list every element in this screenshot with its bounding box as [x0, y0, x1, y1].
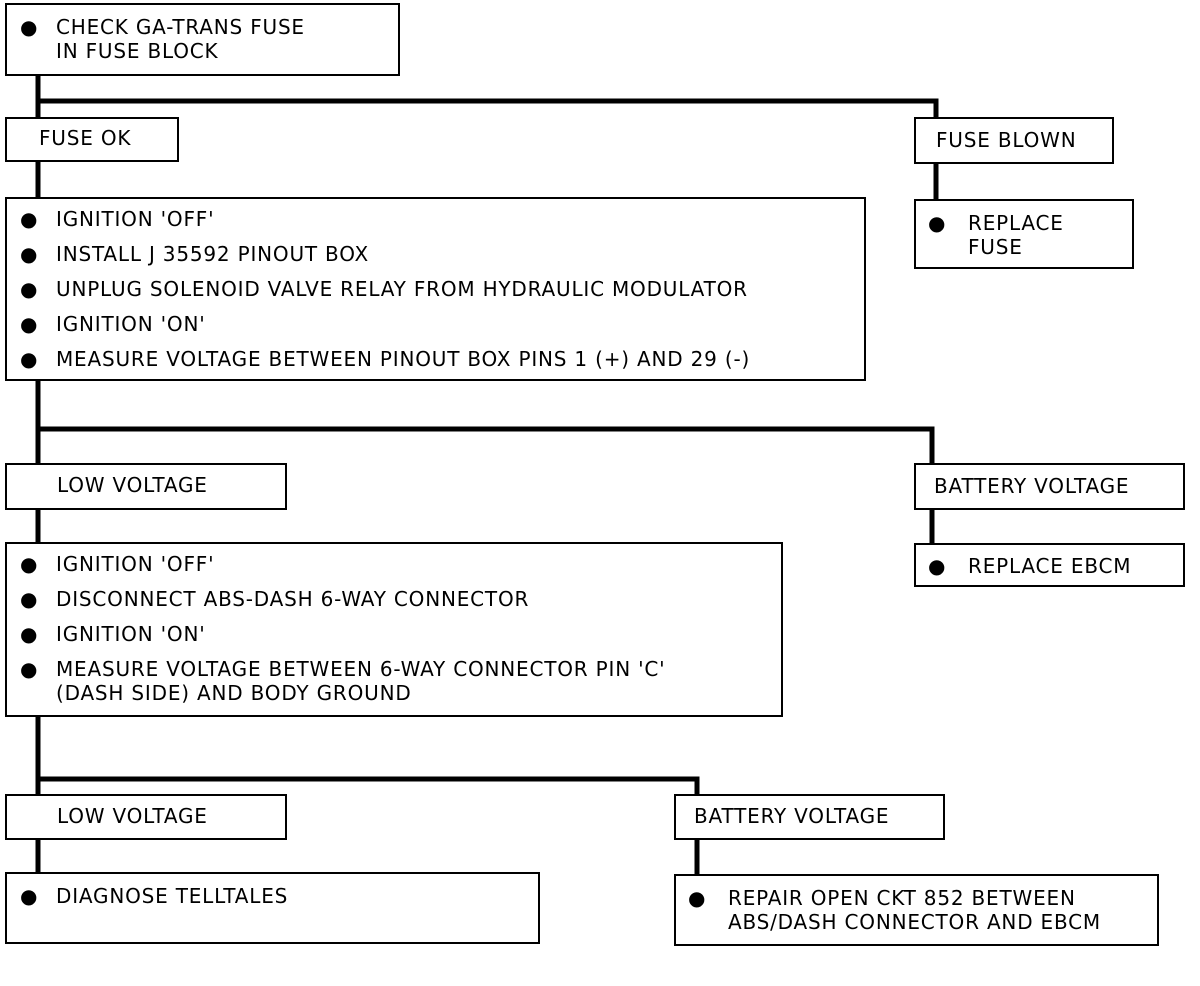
low-voltage-label: LOW VOLTAGE	[57, 804, 208, 828]
fuse-blown-label: FUSE BLOWN	[936, 128, 1077, 152]
bullet-icon: ●	[20, 657, 39, 681]
item-text: REPAIR OPEN CKT 852 BETWEEN ABS/DASH CON…	[728, 886, 1101, 934]
repair-open-circuit-box: ● REPAIR OPEN CKT 852 BETWEEN ABS/DASH C…	[674, 874, 1159, 946]
item-text: IGNITION 'OFF'	[56, 207, 215, 231]
bullet-icon: ●	[20, 207, 39, 231]
bullet-icon: ●	[928, 554, 947, 578]
replace-fuse-box: ● REPLACE FUSE	[914, 199, 1134, 269]
bullet-icon: ●	[20, 242, 39, 266]
item-text: MEASURE VOLTAGE BETWEEN 6-WAY CONNECTOR …	[56, 657, 666, 705]
item-text: REPLACE FUSE	[968, 211, 1064, 259]
item-text: CHECK GA-TRANS FUSE IN FUSE BLOCK	[56, 15, 305, 63]
item-text: UNPLUG SOLENOID VALVE RELAY FROM HYDRAUL…	[56, 277, 748, 301]
fuse-blown-box: FUSE BLOWN	[914, 117, 1114, 164]
low-voltage-label: LOW VOLTAGE	[57, 473, 208, 497]
item-text: INSTALL J 35592 PINOUT BOX	[56, 242, 369, 266]
bullet-icon: ●	[20, 622, 39, 646]
diagnose-telltales-box: ● DIAGNOSE TELLTALES	[5, 872, 540, 944]
connector-line	[38, 776, 700, 794]
low-voltage-box: LOW VOLTAGE	[5, 463, 287, 510]
bullet-icon: ●	[20, 587, 39, 611]
item-text: DIAGNOSE TELLTALES	[56, 884, 289, 908]
item-text: IGNITION 'ON'	[56, 312, 206, 336]
bullet-icon: ●	[20, 884, 39, 908]
connector-line	[38, 426, 935, 463]
battery-voltage-label: BATTERY VOLTAGE	[694, 804, 890, 828]
test-pinout-box: ● IGNITION 'OFF' ● INSTALL J 35592 PINOU…	[5, 197, 866, 381]
item-text: REPLACE EBCM	[968, 554, 1132, 578]
replace-ebcm-box: ● REPLACE EBCM	[914, 543, 1185, 587]
item-text: IGNITION 'OFF'	[56, 552, 215, 576]
bullet-icon: ●	[20, 277, 39, 301]
fuse-ok-box: FUSE OK	[5, 117, 179, 162]
bullet-icon: ●	[20, 552, 39, 576]
bullet-icon: ●	[20, 312, 39, 336]
battery-voltage-label: BATTERY VOLTAGE	[934, 474, 1130, 498]
battery-voltage-box: BATTERY VOLTAGE	[914, 463, 1185, 510]
bullet-icon: ●	[20, 347, 39, 371]
bullet-icon: ●	[928, 211, 947, 235]
test-connector-box: ● IGNITION 'OFF' ● DISCONNECT ABS-DASH 6…	[5, 542, 783, 717]
check-fuse-box: ● CHECK GA-TRANS FUSE IN FUSE BLOCK	[5, 3, 400, 76]
battery-voltage-box: BATTERY VOLTAGE	[674, 794, 945, 840]
item-text: IGNITION 'ON'	[56, 622, 206, 646]
bullet-icon: ●	[20, 15, 39, 39]
item-text: MEASURE VOLTAGE BETWEEN PINOUT BOX PINS …	[56, 347, 751, 371]
bullet-icon: ●	[688, 886, 707, 910]
low-voltage-box: LOW VOLTAGE	[5, 794, 287, 840]
connector-line	[35, 76, 939, 117]
item-text: DISCONNECT ABS-DASH 6-WAY CONNECTOR	[56, 587, 530, 611]
fuse-ok-label: FUSE OK	[39, 126, 132, 150]
